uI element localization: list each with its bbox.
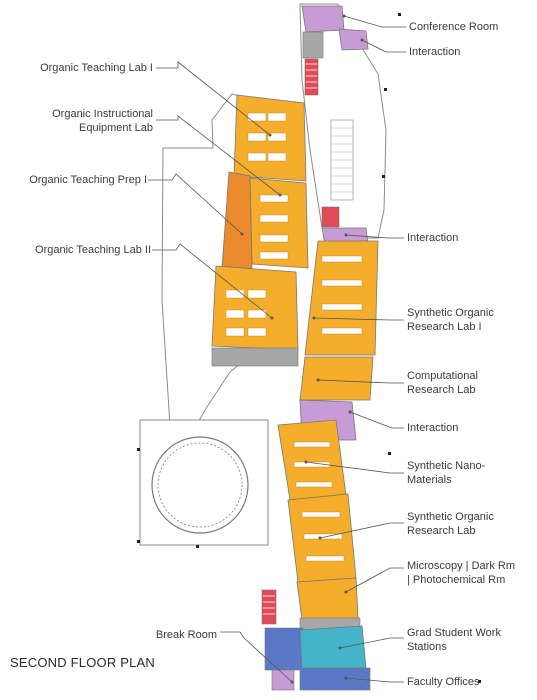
synthetic-nano-area [277, 419, 347, 501]
south-stair [261, 589, 277, 625]
label-grad-b: Stations [407, 641, 447, 653]
leader-conference-room [343, 15, 406, 28]
rotunda-wing-outline [139, 419, 269, 546]
leader-computational [317, 379, 404, 384]
label-microscopy-b: | Photochemical Rm [407, 574, 506, 586]
rotunda [151, 436, 249, 534]
grad-work-stations-area [299, 625, 367, 671]
label-computational-a: Computational [407, 370, 478, 382]
leader-interaction-3 [349, 411, 404, 429]
label-conference-room: Conference Room [409, 21, 499, 33]
label-interaction-3: Interaction [407, 422, 459, 434]
west-service-core [211, 347, 299, 367]
interaction-north-area [338, 28, 369, 51]
label-synthetic-nano-b: Materials [407, 474, 452, 486]
leader-break-room [220, 631, 293, 683]
label-faculty-offices: Faculty Offices [407, 676, 480, 688]
computational-lab-area [299, 356, 374, 401]
north-service-core [302, 31, 324, 59]
label-organic-instructional-1: Organic Instructional [52, 108, 153, 120]
label-synthetic-organic-1a: Synthetic Organic [407, 307, 494, 319]
central-red-core [321, 206, 340, 228]
label-organic-teaching-lab-2: Organic Teaching Lab II [35, 244, 151, 256]
label-organic-teaching-lab-1: Organic Teaching Lab I [40, 62, 153, 74]
label-break-room: Break Room [155, 629, 217, 641]
synthetic-organic-lab-1-area [304, 240, 379, 356]
leader-interaction-1 [361, 39, 406, 53]
label-synthetic-organic-2b: Research Lab [407, 525, 476, 537]
leader-microscopy [345, 567, 404, 593]
label-computational-b: Research Lab [407, 384, 476, 396]
label-interaction-1: Interaction [409, 46, 461, 58]
leader-synthetic-organic-2 [319, 522, 404, 539]
conference-room-area [301, 5, 345, 33]
faculty-offices-area [299, 667, 371, 691]
leader-organic-teaching-prep [148, 173, 243, 235]
microscopy-area [296, 577, 359, 621]
label-organic-instructional-2: Equipment Lab [79, 122, 153, 134]
label-microscopy-a: Microscopy | Dark Rm [407, 560, 515, 572]
label-grad-a: Grad Student Work [407, 627, 501, 639]
north-stair [304, 58, 319, 96]
break-room-accent [271, 669, 295, 691]
leader-organic-teaching-lab-1 [156, 61, 271, 136]
leader-synthetic-organic-1 [313, 317, 404, 321]
label-synthetic-organic-2a: Synthetic Organic [407, 511, 494, 523]
label-interaction-2: Interaction [407, 232, 459, 244]
leader-organic-teaching-lab-2 [152, 243, 273, 319]
label-organic-teaching-prep: Organic Teaching Prep I [29, 174, 147, 186]
leader-interaction-2 [345, 234, 404, 239]
plan-title: SECOND FLOOR PLAN [10, 655, 155, 670]
leader-organic-instructional-lab [156, 115, 281, 196]
leader-faculty-offices [345, 677, 404, 683]
label-synthetic-organic-1b: Research Lab I [407, 321, 482, 333]
label-synthetic-nano-a: Synthetic Nano- [407, 460, 486, 472]
leader-grad-stations [339, 637, 404, 649]
organic-teaching-lab-2-area [211, 265, 299, 351]
leader-synthetic-nano [305, 461, 404, 474]
break-room-area [264, 627, 304, 671]
